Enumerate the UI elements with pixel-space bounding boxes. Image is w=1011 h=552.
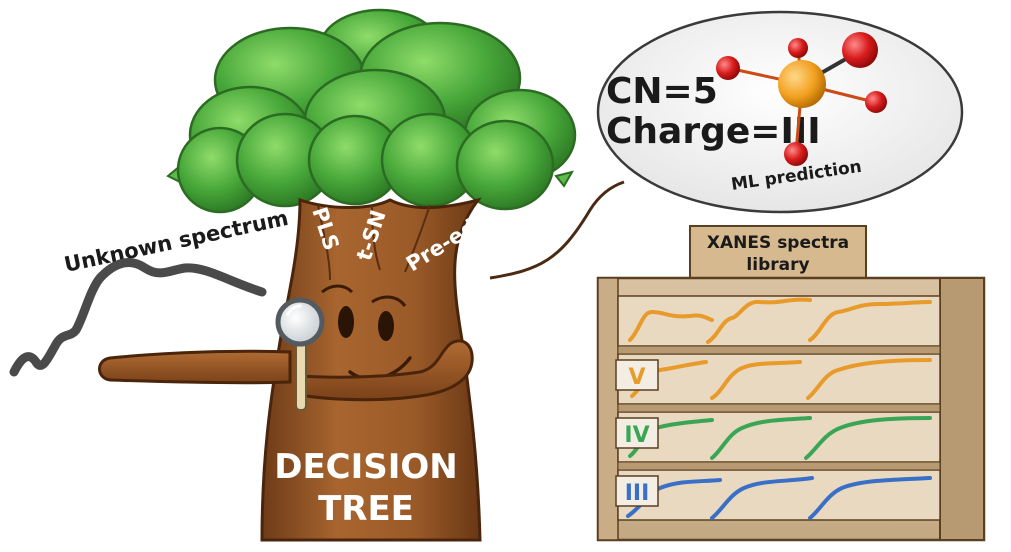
tree-arm-right	[298, 339, 474, 402]
tree-trunk	[260, 197, 482, 542]
shelf-label-iv-text: IV	[624, 423, 649, 448]
molecule-icon	[716, 32, 887, 166]
unknown-spectrum-curve	[9, 258, 267, 377]
spectra-library-cabinet	[596, 225, 986, 542]
speech-connector	[489, 180, 625, 280]
prediction-cn: CN=5	[606, 71, 718, 112]
left-eye	[338, 306, 354, 338]
right-eye	[378, 311, 394, 341]
trunk-title-line2: TREE	[318, 489, 414, 529]
tree-arm-left	[98, 349, 292, 385]
library-title-line2: library	[746, 255, 809, 275]
shelf-spectra	[626, 297, 932, 520]
tree-canopy	[166, 8, 577, 214]
magnifier-icon	[275, 297, 325, 411]
trunk-title-line1: DECISION	[274, 447, 458, 487]
shelf-label-iv: IV	[615, 417, 659, 449]
library-title-line1: XANES spectra	[707, 233, 849, 253]
shelf-label-v-text: V	[628, 365, 645, 390]
shelf-label-iii: III	[615, 475, 659, 507]
shelf-label-iii-text: III	[625, 481, 650, 506]
shelf-label-v: V	[615, 359, 659, 391]
prediction-charge: Charge=III	[606, 111, 821, 152]
